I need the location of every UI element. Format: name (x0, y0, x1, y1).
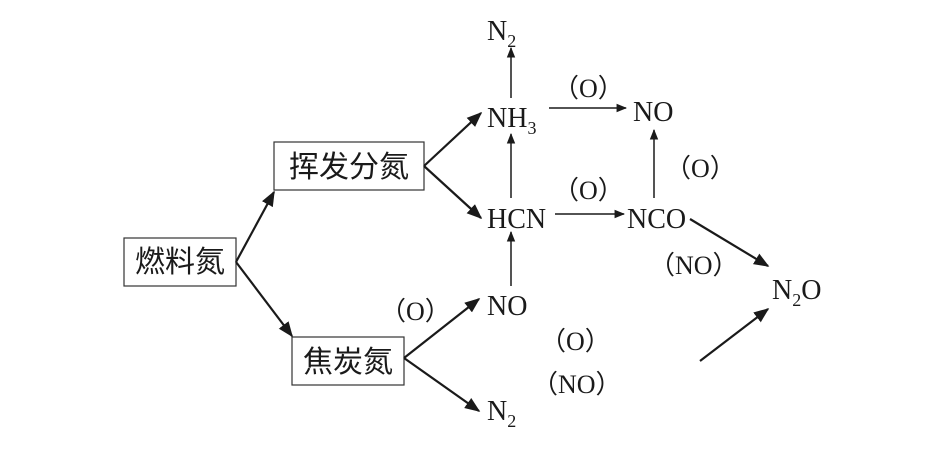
volatile-nitrogen-label: 挥发分氮 (289, 151, 409, 184)
char-nitrogen-box (291, 336, 405, 386)
fuel-nitrogen-label: 燃料氮 (135, 246, 225, 279)
arrow-char-to-no (403, 298, 481, 359)
no-top-label: NO (633, 97, 673, 128)
hcn-to-nco-condition: （O） (553, 176, 624, 205)
n2o-label: N2O (772, 275, 821, 310)
nh3-to-no-condition: （O） (553, 74, 624, 103)
hcn-label: HCN (487, 204, 546, 235)
nco-label: NCO (627, 204, 686, 235)
char-to-n2o-condition-no: （NO） (532, 370, 622, 399)
char-to-no-condition: （O） (380, 297, 451, 326)
nh3-label: NH3 (487, 103, 536, 138)
arrow-volatile-to-hcn (423, 165, 483, 220)
char-to-n2o-condition-o: （O） (540, 327, 611, 356)
fuel-nitrogen-box (123, 237, 237, 287)
arrow-nco-to-n2o (689, 218, 770, 267)
arrow-volatile-to-nh3 (423, 111, 483, 167)
nco-to-n2o-condition: （NO） (649, 251, 739, 280)
arrow-char-to-n2 (403, 357, 481, 412)
char-nitrogen-label: 焦炭氮 (303, 346, 393, 379)
arrow-fuel-to-char (235, 261, 293, 338)
nco-to-no-condition: （O） (665, 154, 736, 183)
n2-bottom-label: N2 (487, 396, 516, 431)
volatile-nitrogen-box (273, 141, 425, 191)
no-mid-label: NO (487, 291, 527, 322)
arrow-char-to-n2o (699, 308, 770, 362)
n2-top-label: N2 (487, 16, 516, 51)
arrow-fuel-to-volatile (235, 190, 275, 263)
